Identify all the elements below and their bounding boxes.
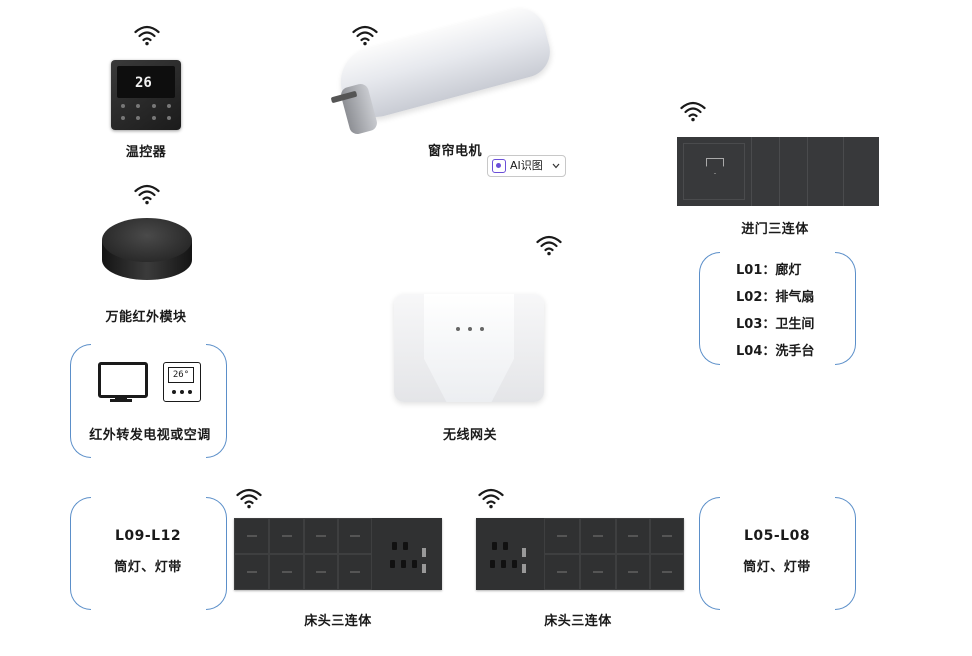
wifi-icon — [236, 487, 262, 509]
ai-recognize-button[interactable]: AI识图 — [487, 155, 566, 177]
entry-load-item: L02：排气扇 — [736, 290, 815, 305]
bedside-right-desc: 筒灯、灯带 — [743, 560, 811, 575]
bedside-left-desc: 筒灯、灯带 — [114, 560, 182, 575]
bedside-left-panel-image — [234, 518, 442, 590]
entry-panel-label: 进门三连体 — [741, 222, 809, 237]
bedside-left-brace-left — [70, 497, 91, 610]
wifi-icon — [536, 234, 562, 256]
ir-module-label: 万能红外模块 — [105, 310, 187, 325]
entry-loads-brace-right — [835, 252, 856, 365]
thermostat-image: 26 — [111, 60, 181, 130]
chevron-down-icon — [552, 163, 560, 169]
wifi-icon — [352, 24, 378, 46]
gateway-image — [394, 294, 544, 402]
entry-load-item: L03：卫生间 — [736, 317, 815, 332]
ir-forward-label: 红外转发电视或空调 — [89, 428, 211, 443]
bedside-left-range: L09-L12 — [114, 528, 182, 544]
wifi-icon — [134, 24, 160, 46]
entry-load-item: L01：廊灯 — [736, 263, 802, 278]
bedside-left-brace-right — [206, 497, 227, 610]
wifi-icon — [134, 183, 160, 205]
entry-panel-image — [677, 137, 879, 206]
bedside-right-panel-image — [476, 518, 684, 590]
air-conditioner-icon: 26° — [163, 362, 201, 402]
bedside-right-brace-right — [835, 497, 856, 610]
gateway-label: 无线网关 — [442, 428, 497, 443]
wifi-icon — [680, 100, 706, 122]
curtain-motor-label: 窗帘电机 — [427, 144, 482, 159]
ai-scan-icon — [492, 159, 506, 173]
tv-icon — [98, 362, 148, 398]
bedside-right-brace-left — [699, 497, 720, 610]
ai-recognize-label: AI识图 — [510, 159, 543, 172]
thermostat-label: 温控器 — [125, 145, 167, 160]
entry-loads-brace-left — [699, 252, 720, 365]
ir-module-image — [102, 218, 192, 262]
wifi-icon — [478, 487, 504, 509]
bedside-right-label: 床头三连体 — [544, 614, 612, 629]
bedside-left-label: 床头三连体 — [304, 614, 372, 629]
bedside-right-range: L05-L08 — [743, 528, 811, 544]
entry-load-item: L04：洗手台 — [736, 344, 815, 359]
